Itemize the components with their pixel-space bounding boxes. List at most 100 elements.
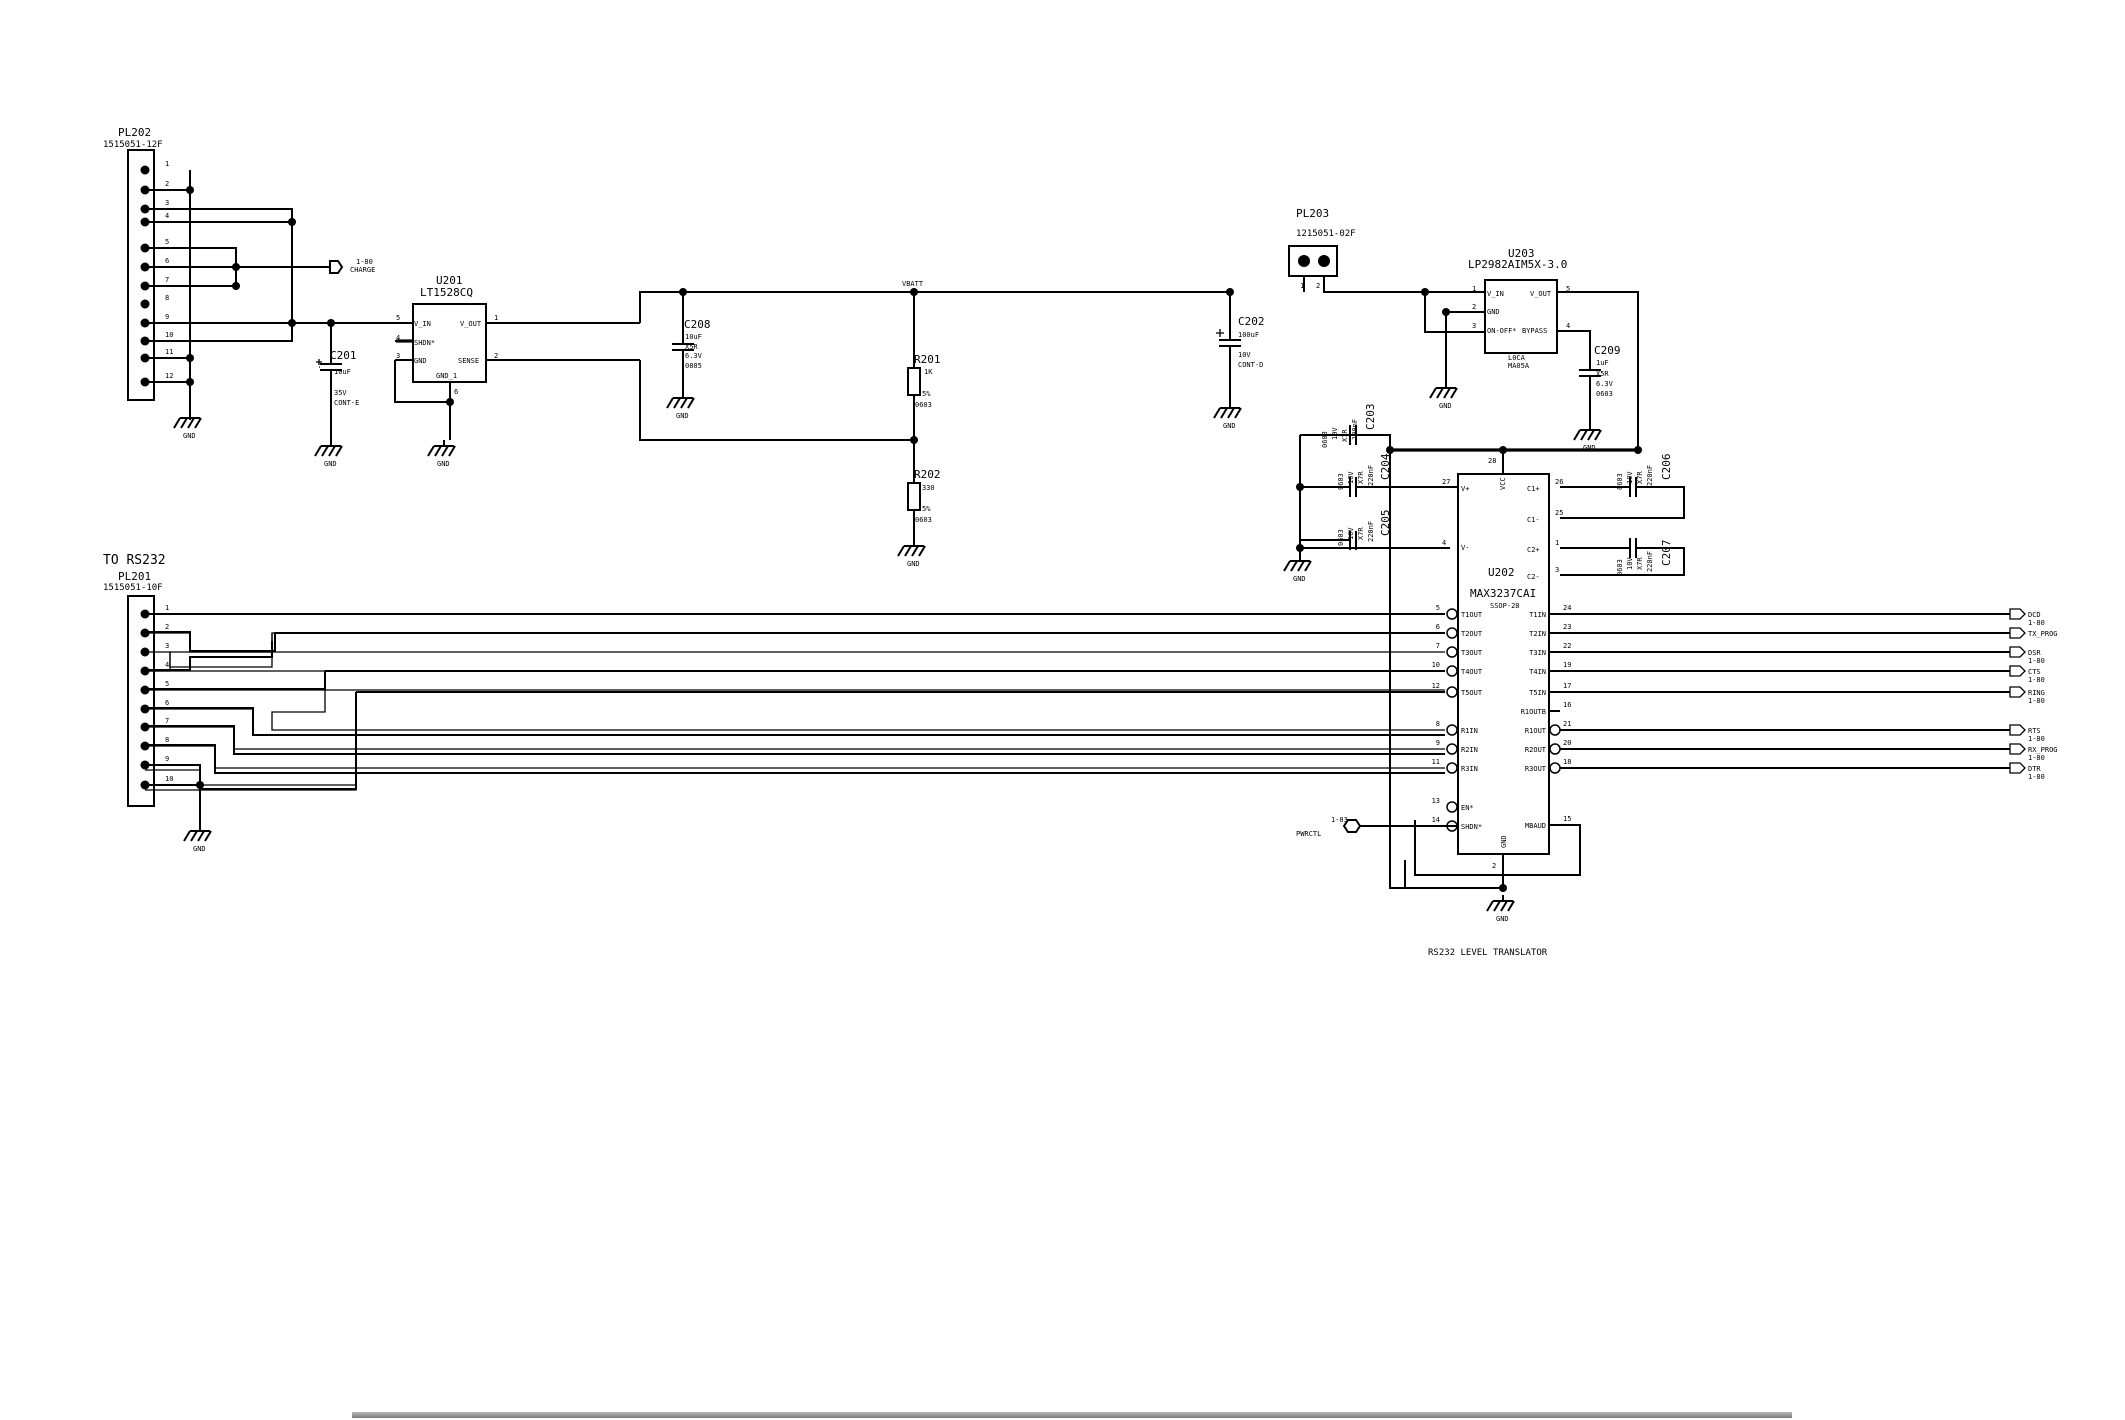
pl201-ref: PL201: [118, 570, 151, 583]
svg-text:10uF: 10uF: [334, 368, 351, 376]
pl201-pin-number: 2: [165, 623, 169, 631]
svg-text:X7R: X7R: [1357, 527, 1365, 540]
svg-text:0603: 0603: [1337, 529, 1345, 546]
pl202-pin-number: 5: [165, 238, 169, 246]
svg-text:5%: 5%: [922, 505, 931, 513]
u202-pin-number: 7: [1436, 642, 1440, 650]
pl202-pin-number: 12: [165, 372, 173, 380]
offpage-pin: 1-80: [2028, 735, 2045, 743]
pl202-pin-number: 1: [165, 160, 169, 168]
u202-pin-name: EN*: [1461, 804, 1474, 812]
u202-pin-name: SHDN*: [1461, 823, 1482, 831]
svg-text:V+: V+: [1461, 485, 1469, 493]
svg-text:6: 6: [454, 388, 458, 396]
svg-text:0603: 0603: [1616, 559, 1624, 576]
svg-text:10uF: 10uF: [685, 333, 702, 341]
svg-text:C205: C205: [1379, 510, 1392, 537]
offpage-pin: 1-80: [2028, 697, 2045, 705]
svg-text:GND: GND: [1583, 444, 1596, 452]
svg-text:GND: GND: [414, 357, 427, 365]
page-footer-rule: [352, 1412, 1792, 1418]
gnd-symbol: GND: [1573, 424, 1602, 452]
u202-pin-name: T2IN: [1529, 630, 1546, 638]
svg-text:0603: 0603: [1337, 473, 1345, 490]
u202-pin-number: 13: [1432, 797, 1440, 805]
svg-text:1uF: 1uF: [1596, 359, 1609, 367]
svg-text:GND: GND: [1439, 402, 1452, 410]
c205-capacitor: 0603 10V X7R 220nF C205: [1337, 510, 1392, 547]
svg-text:C202: C202: [1238, 315, 1265, 328]
pl201-pin-number: 9: [165, 755, 169, 763]
pl203-connector: PL203 1215051-02F 1 2: [1288, 207, 1425, 293]
svg-text:C1-: C1-: [1527, 516, 1540, 524]
pl202-junctions: [186, 186, 335, 386]
gnd-symbol: GND: [183, 825, 212, 853]
svg-text:V_IN: V_IN: [414, 320, 431, 328]
pl202-pin-number: 2: [165, 180, 169, 188]
svg-text:28: 28: [1488, 457, 1496, 465]
u202-pin-number: 17: [1563, 682, 1571, 690]
charge-offpage: 1-80 CHARGE: [329, 258, 375, 274]
u202-pin-number: 10: [1432, 661, 1440, 669]
u202-pin-name: T3OUT: [1461, 649, 1483, 657]
svg-text:X7R: X7R: [1341, 429, 1349, 442]
pl201-pin-number: 1: [165, 604, 169, 612]
svg-text:27: 27: [1442, 478, 1450, 486]
pl202-pin: [140, 299, 150, 309]
svg-text:ON-OFF*: ON-OFF*: [1487, 327, 1517, 335]
offpage-connectors: DCD1-80TX_PROGDSR1-80CTS1-80RING1-80RTS1…: [2009, 608, 2058, 781]
svg-text:V_OUT: V_OUT: [460, 320, 482, 328]
svg-text:GND: GND: [907, 560, 920, 568]
c204-capacitor: 0603 10V X7R 220nF C204: [1337, 453, 1392, 490]
svg-text:0603: 0603: [1616, 473, 1624, 490]
u202-pin-number: 12: [1432, 682, 1440, 690]
u202-inverting-pin: [1446, 686, 1458, 698]
svg-text:35V: 35V: [334, 389, 347, 397]
svg-text:10V: 10V: [1626, 557, 1634, 570]
svg-text:4: 4: [1442, 539, 1446, 547]
svg-text:LP2982AIM5X-3.0: LP2982AIM5X-3.0: [1468, 258, 1567, 271]
svg-text:0805: 0805: [685, 362, 702, 370]
u202-pin-number: 21: [1563, 720, 1571, 728]
pl202-pin-number: 6: [165, 257, 169, 265]
gnd-symbol: GND: [1486, 895, 1515, 923]
gnd-symbol: GND: [666, 392, 695, 420]
u202-pin-number: 23: [1563, 623, 1571, 631]
svg-text:2: 2: [1492, 862, 1496, 870]
offpage-arrow: [2009, 762, 2026, 774]
svg-text:C203: C203: [1364, 404, 1377, 431]
svg-text:GND: GND: [1496, 915, 1509, 923]
svg-text:220nF: 220nF: [1367, 521, 1375, 542]
svg-text:3: 3: [1472, 322, 1476, 330]
svg-text:26: 26: [1555, 478, 1563, 486]
offpage-pin: 1-80: [2028, 676, 2045, 684]
offpage-pin: 1-80: [2028, 754, 2045, 762]
r201-resistor: R201 1K 5% 0603: [907, 292, 941, 440]
svg-text:C2-: C2-: [1527, 573, 1540, 581]
u202-inverting-pin: [1446, 743, 1458, 755]
c208-capacitor: C208 10uF X5R 6.3V 0805: [672, 292, 711, 392]
svg-text:GND: GND: [193, 845, 206, 853]
c201-capacitor: C201 10uF 35V CONT-E: [316, 323, 359, 440]
pl202-part: 1515051-12F: [103, 140, 163, 150]
u202-pin-number: 19: [1563, 661, 1571, 669]
pl202-pin-number: 8: [165, 294, 169, 302]
u202-pin-name: T5IN: [1529, 689, 1546, 697]
svg-text:330: 330: [922, 484, 935, 492]
gnd-symbol: GND: [1213, 402, 1242, 430]
c203-capacitor: 0603 10V X7R 100nF C203: [1321, 404, 1377, 449]
u202-pin-name: T4IN: [1529, 668, 1546, 676]
svg-text:GND: GND: [324, 460, 337, 468]
pl201-pin-number: 8: [165, 736, 169, 744]
offpage-label: RING: [2028, 689, 2045, 697]
offpage-pin: 1-80: [2028, 619, 2045, 627]
svg-text:V_OUT: V_OUT: [1530, 290, 1552, 298]
u202-inverting-pin: [1446, 608, 1458, 620]
u202-pin-name: T5OUT: [1461, 689, 1483, 697]
svg-text:1215051-02F: 1215051-02F: [1296, 229, 1356, 239]
svg-text:GND: GND: [676, 412, 689, 420]
svg-text:CONT-D: CONT-D: [1238, 361, 1263, 369]
rs232-nets: [145, 613, 1445, 830]
svg-text:CONT-E: CONT-E: [334, 399, 359, 407]
